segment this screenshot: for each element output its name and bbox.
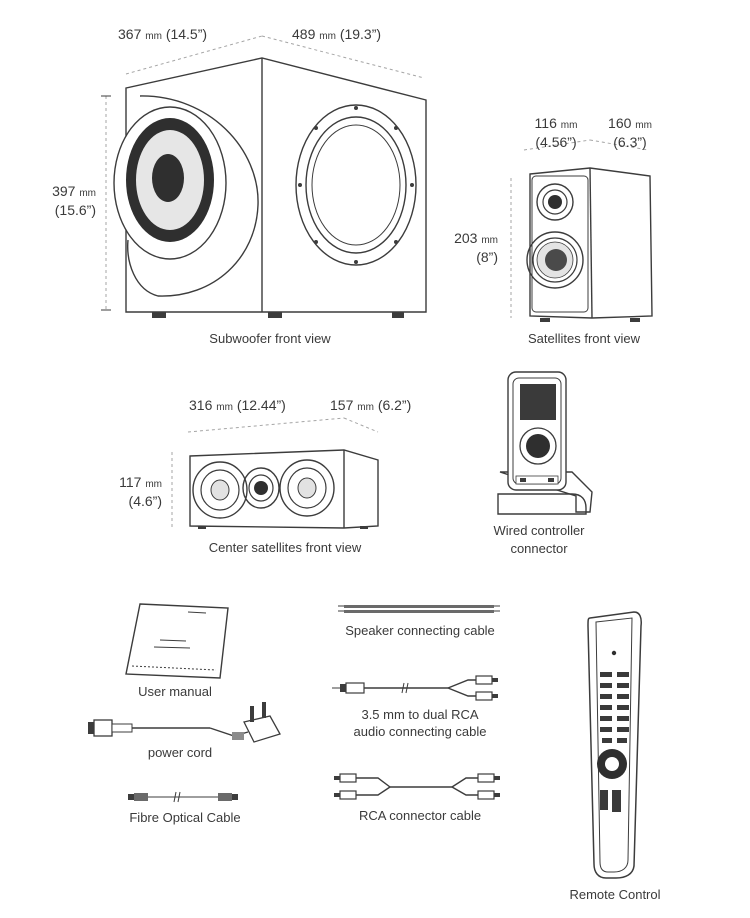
fibre-optical-caption: Fibre Optical Cable [129, 810, 241, 825]
remote-caption: Remote Control [569, 887, 661, 902]
center-height-label: 117 mm (4.6”) [98, 474, 162, 510]
remote-control-illustration [587, 611, 642, 879]
subwoofer-depth-label: 489 mm (19.3”) [292, 26, 381, 45]
user-manual-caption: User manual [138, 684, 212, 699]
subwoofer-illustration [101, 35, 427, 318]
subwoofer-height-label: 397 mm (15.6”) [30, 183, 96, 219]
subwoofer-height-mm: 397 [52, 183, 76, 199]
satellites-width-inch: (4.56”) [535, 134, 577, 150]
satellites-height-inch: (8”) [476, 249, 498, 265]
satellites-width-unit: mm [560, 120, 578, 131]
center-height-inch: (4.6”) [128, 493, 162, 509]
controller-caption-line1: Wired controller [493, 523, 585, 538]
satellite-illustration [510, 139, 653, 322]
center-depth-mm: 157 [330, 397, 354, 413]
center-height-unit: mm [145, 479, 162, 490]
controller-caption-line2: connector [510, 541, 568, 556]
aux-rca-caption-line1: 3.5 mm to dual RCA [361, 707, 479, 722]
power-cord-illustration [88, 702, 281, 743]
subwoofer-depth-unit: mm [319, 31, 336, 42]
subwoofer-width-inch: (14.5”) [165, 26, 208, 42]
satellites-height-mm: 203 [454, 230, 478, 246]
center-depth-unit: mm [357, 402, 374, 413]
subwoofer-width-mm: 367 [118, 26, 142, 42]
center-depth-inch: (6.2”) [377, 397, 412, 413]
center-caption: Center satellites front view [208, 540, 362, 555]
user-manual-illustration [125, 603, 229, 679]
speaker-cable-illustration [338, 605, 500, 613]
satellites-depth-label: 160 mm (6.3”) [598, 115, 662, 151]
rca-cable-caption: RCA connector cable [358, 808, 482, 823]
subwoofer-height-inch: (15.6”) [54, 202, 96, 218]
subwoofer-depth-inch: (19.3”) [339, 26, 382, 42]
center-width-mm: 316 [189, 397, 213, 413]
satellites-depth-inch: (6.3”) [613, 134, 647, 150]
subwoofer-height-unit: mm [79, 188, 96, 199]
center-width-unit: mm [216, 402, 233, 413]
satellites-width-label: 116 mm (4.56”) [524, 115, 588, 151]
center-width-label: 316 mm (12.44”) [189, 397, 286, 416]
subwoofer-width-label: 367 mm (14.5”) [118, 26, 207, 45]
satellites-depth-unit: mm [635, 120, 652, 131]
wired-controller-illustration [497, 371, 593, 515]
satellites-height-unit: mm [481, 235, 498, 246]
rca-cable-illustration [334, 773, 500, 800]
center-depth-label: 157 mm (6.2”) [330, 397, 411, 416]
subwoofer-caption: Subwoofer front view [209, 331, 331, 346]
power-cord-caption: power cord [147, 745, 213, 760]
subwoofer-depth-mm: 489 [292, 26, 316, 42]
center-speaker-illustration [171, 417, 379, 529]
satellites-depth-mm: 160 [608, 115, 632, 131]
aux-to-rca-cable-illustration [332, 675, 498, 701]
center-height-mm: 117 [119, 474, 142, 490]
fibre-optical-cable-illustration [128, 791, 238, 803]
satellites-width-mm: 116 [534, 115, 557, 131]
center-width-inch: (12.44”) [236, 397, 286, 413]
satellites-caption: Satellites front view [528, 331, 640, 346]
aux-rca-caption-line2: audio connecting cable [353, 724, 487, 739]
subwoofer-width-unit: mm [145, 31, 162, 42]
speaker-cable-caption: Speaker connecting cable [345, 623, 495, 638]
satellites-height-label: 203 mm (8”) [434, 230, 498, 266]
